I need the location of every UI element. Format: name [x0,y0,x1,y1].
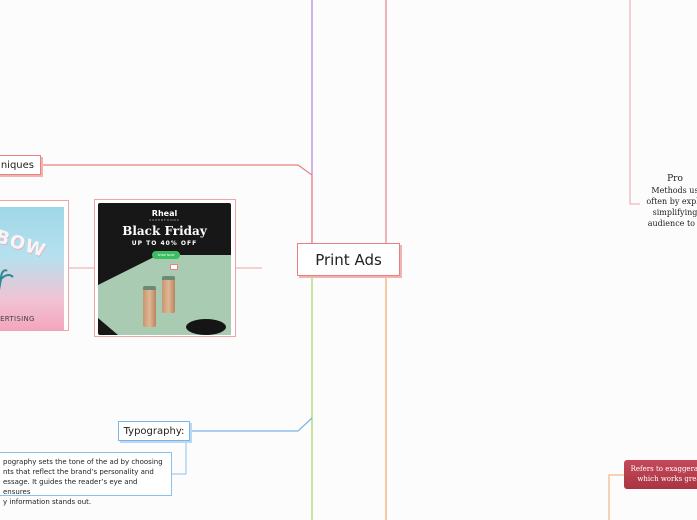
rainbow-image: NBOW VERTISING [0,207,64,330]
attachment-icon[interactable] [170,264,178,270]
techniques-topic[interactable]: niques [0,155,41,175]
typography-note-line-2: nts that reflect the brand’s personality… [3,468,154,476]
pro-line-2: often by explo [646,197,697,206]
pro-title: Pro [667,174,683,184]
pro-line-1: Methods us [651,186,697,195]
rainbow-footer: VERTISING [0,315,35,323]
typography-note[interactable]: pography sets the tone of the ad by choo… [0,452,172,506]
techniques-connector [42,164,313,243]
typography-topic[interactable]: Typography: [118,421,190,441]
central-topic-print-ads[interactable]: Print Ads [297,243,400,276]
ad-shop-button: SHOP NOW [152,251,180,259]
rainbow-word: NBOW [0,221,49,262]
red-note-line-1: Refers to exaggeratio [630,465,697,473]
typography-note-line-1: pography sets the tone of the ad by choo… [3,458,163,466]
exaggeration-note[interactable]: Refers to exaggeratio which works grea [624,460,697,489]
typography-connector [190,417,313,432]
ad-light-beam [98,255,231,335]
rainbow-image-node[interactable]: NBOW VERTISING [0,200,69,331]
product-can-left [143,286,156,327]
ad-subtitle: UP TO 40% OFF [131,240,198,247]
propaganda-topic[interactable]: Pro Methods us often by explo simplifyin… [630,174,697,234]
red-note-line-2: which works grea [637,475,697,483]
pro-connector [629,0,640,205]
black-friday-ad: Rheal SUPERFOODS Black Friday UP TO 40% … [98,203,231,335]
ad-brand: Rheal [151,209,178,218]
typography-label: Typography: [123,425,185,437]
black-friday-image-node[interactable]: Rheal SUPERFOODS Black Friday UP TO 40% … [94,199,236,337]
red-note-connector [608,474,624,520]
techniques-label: niques [0,159,34,171]
palm-tree-icon [0,269,14,291]
central-topic-label: Print Ads [315,250,382,269]
ad-title: Black Friday [122,224,207,238]
typography-note-connector [172,440,187,475]
product-can-right [162,276,175,313]
ad-brand-sub: SUPERFOODS [149,218,180,222]
typography-note-line-4: y information stands out. [3,498,92,506]
pro-line-3: simplifying [652,208,697,217]
typography-note-line-3: essage. It guides the reader’s eye and e… [3,478,138,496]
pro-line-4: audience to a [647,219,697,228]
